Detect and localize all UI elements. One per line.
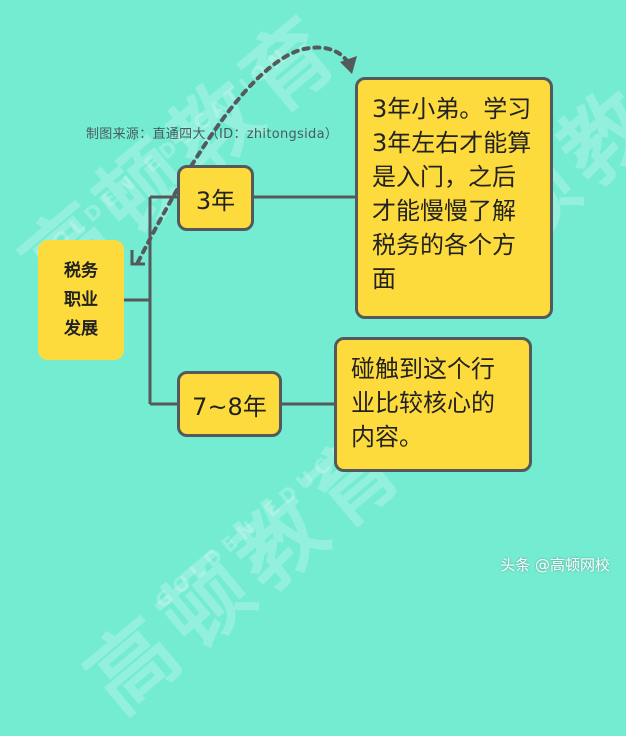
description-text: 3年小弟。学习3年左右才能算是入门，之后才能慢慢了解税务的各个方面 bbox=[372, 95, 532, 293]
root-node: 税务职业发展 bbox=[38, 240, 124, 360]
arrow-tail-icon bbox=[130, 250, 145, 266]
branch-label: 3年 bbox=[195, 186, 236, 215]
arrow-head-icon bbox=[340, 56, 357, 74]
dotted-arrow bbox=[136, 45, 352, 264]
connector-lines bbox=[124, 45, 357, 406]
branch-description-3-years: 3年小弟。学习3年左右才能算是入门，之后才能慢慢了解税务的各个方面 bbox=[355, 77, 553, 319]
root-label: 税务职业发展 bbox=[64, 260, 98, 339]
root-to-branch-connector bbox=[124, 195, 178, 406]
branch-node-7-8-years: 7~8年 bbox=[177, 371, 282, 437]
footer-credit: 头条 @高顿网校 bbox=[500, 556, 610, 574]
diagram-canvas: 高顿教育 GOLDEN EDUCATION 高顿教育 高顿教育 GOLDEN E… bbox=[3, 0, 626, 733]
source-note: 制图来源：直通四大（ID：zhitongsida） bbox=[86, 127, 339, 142]
branch-node-3-years: 3年 bbox=[177, 165, 254, 231]
branch-label: 7~8年 bbox=[192, 392, 267, 421]
branch-description-7-8-years: 碰触到这个行业比较核心的内容。 bbox=[334, 337, 532, 472]
description-text: 碰触到这个行业比较核心的内容。 bbox=[351, 355, 495, 451]
